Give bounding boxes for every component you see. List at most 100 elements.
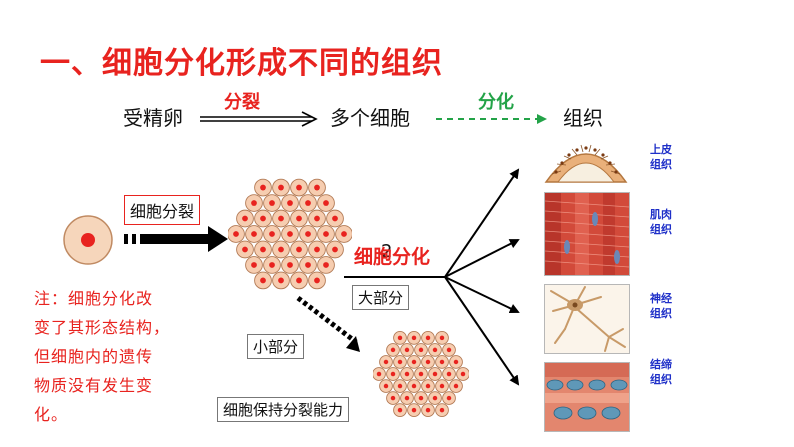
cluster-cell-nucleus — [314, 215, 320, 222]
cluster-cell-nucleus — [411, 335, 417, 341]
note: 注：细胞分化改 变了其形态结构， 但细胞内的遗传 物质没有发生变 化。 — [34, 284, 170, 429]
cluster-cell-nucleus — [411, 407, 417, 413]
cluster-cell-nucleus — [242, 215, 248, 222]
connective-tissue-image — [544, 362, 630, 432]
note-line: 变了其形态结构， — [34, 318, 171, 337]
cluster-cell-nucleus — [404, 371, 410, 377]
muscle-tissue-image — [544, 192, 630, 276]
cluster-cell-nucleus — [296, 215, 302, 222]
majority-box: 大部分 — [352, 285, 410, 310]
epithelial-tissue-icon — [544, 144, 628, 183]
note-line: 但细胞内的遗传 — [34, 347, 154, 366]
cluster-cell-nucleus — [439, 359, 445, 365]
muscle-tissue-icon — [545, 193, 629, 275]
cluster-cell-nucleus — [397, 407, 403, 413]
cluster-cell-nucleus — [296, 277, 302, 284]
nerve-tissue-image — [544, 284, 630, 354]
cluster-cell-nucleus — [432, 347, 438, 353]
cluster-cell-nucleus — [446, 395, 452, 401]
cluster-cell-nucleus — [397, 359, 403, 365]
cluster-cell-nucleus — [278, 246, 284, 253]
cluster-cell-nucleus — [439, 335, 445, 341]
tissue-label-muscle: 肌肉 组织 — [650, 208, 672, 236]
cell-differentiation-label: 细胞分化 — [354, 246, 431, 268]
cluster-cell-nucleus — [432, 395, 438, 401]
cluster-cell-nucleus — [390, 395, 396, 401]
cluster-cell-nucleus — [446, 347, 452, 353]
fan-arrow-epithelial — [444, 168, 520, 278]
cluster-cell-nucleus — [418, 347, 424, 353]
cluster-cell-nucleus — [425, 383, 431, 389]
cluster-cell-nucleus — [260, 277, 266, 284]
cluster-cell-nucleus — [278, 215, 284, 222]
cluster-cell-nucleus — [233, 231, 239, 237]
differentiation-flow-label: 分化 — [478, 92, 514, 113]
cluster-cell-nucleus — [314, 246, 320, 253]
minority-box: 小部分 — [247, 334, 305, 359]
cluster-cell-nucleus — [305, 200, 311, 206]
small-cell-cluster-icon — [373, 331, 469, 417]
tissue-label: 组织 — [563, 106, 603, 130]
division-arrow — [200, 111, 318, 127]
cluster-cell-nucleus — [287, 231, 293, 237]
cluster-cell-nucleus — [390, 371, 396, 377]
cluster-cell-nucleus — [332, 215, 338, 222]
cluster-cell-nucleus — [397, 335, 403, 341]
cluster-cell-nucleus — [376, 371, 382, 377]
cluster-cell-nucleus — [314, 277, 320, 284]
note-line: 注：细胞分化改 — [34, 289, 154, 308]
cluster-cell-nucleus — [260, 246, 266, 253]
cluster-cell-nucleus — [439, 383, 445, 389]
cluster-cell-nucleus — [296, 184, 302, 191]
note-line: 化。 — [34, 405, 69, 424]
cluster-cell-nucleus — [383, 383, 389, 389]
cluster-cell-nucleus — [404, 395, 410, 401]
cluster-cell-nucleus — [305, 231, 311, 237]
cluster-cell-nucleus — [323, 200, 329, 206]
fan-arrow-connective — [444, 276, 520, 386]
cluster-cell-nucleus — [251, 200, 257, 206]
cluster-cell-nucleus — [418, 395, 424, 401]
division-label: 分裂 — [224, 92, 260, 113]
cluster-cell-nucleus — [411, 359, 417, 365]
cluster-cell-nucleus — [323, 231, 329, 237]
cell-cluster-icon — [228, 178, 352, 290]
tissue-label-epithelial: 上皮 组织 — [650, 143, 672, 171]
cluster-cell-nucleus — [287, 262, 293, 268]
cluster-cell-nucleus — [341, 231, 347, 237]
cluster-cell-nucleus — [242, 246, 248, 253]
cell-division-box: 细胞分裂 — [124, 195, 201, 225]
cluster-cell-nucleus — [439, 407, 445, 413]
epithelial-tissue-image — [544, 134, 628, 184]
cluster-cell-nucleus — [418, 371, 424, 377]
cluster-cell-nucleus — [425, 335, 431, 341]
cluster-cell-nucleus — [260, 215, 266, 222]
cluster-cell-nucleus — [383, 359, 389, 365]
cluster-to-minority-arrow — [296, 296, 360, 352]
fan-arrow-muscle — [444, 239, 520, 278]
cluster-cell-nucleus — [446, 371, 452, 377]
fan-arrow-nerve — [444, 276, 520, 314]
cluster-cell-nucleus — [332, 246, 338, 253]
overlap-digit: 2 — [381, 241, 393, 262]
tissue-label-nerve: 神经 组织 — [650, 292, 672, 320]
cluster-cell-nucleus — [453, 383, 459, 389]
keep-division-box: 细胞保持分裂能力 — [217, 397, 350, 422]
cluster-cell-nucleus — [314, 184, 320, 191]
cluster-cell-nucleus — [323, 262, 329, 268]
cluster-cell-nucleus — [404, 347, 410, 353]
cluster-cell-nucleus — [411, 383, 417, 389]
cluster-cell-nucleus — [305, 262, 311, 268]
nerve-tissue-icon — [545, 285, 629, 353]
cluster-cell-nucleus — [453, 359, 459, 365]
cluster-cell-nucleus — [390, 347, 396, 353]
tissue-label-connective: 结缔 组织 — [650, 358, 672, 386]
zygote-label: 受精卵 — [123, 106, 183, 130]
cluster-cell-nucleus — [460, 371, 466, 377]
cluster-cell-nucleus — [278, 277, 284, 284]
connective-tissue-icon — [545, 363, 629, 431]
cluster-cell-nucleus — [251, 262, 257, 268]
cluster-cell-nucleus — [397, 383, 403, 389]
cluster-cell-nucleus — [269, 262, 275, 268]
